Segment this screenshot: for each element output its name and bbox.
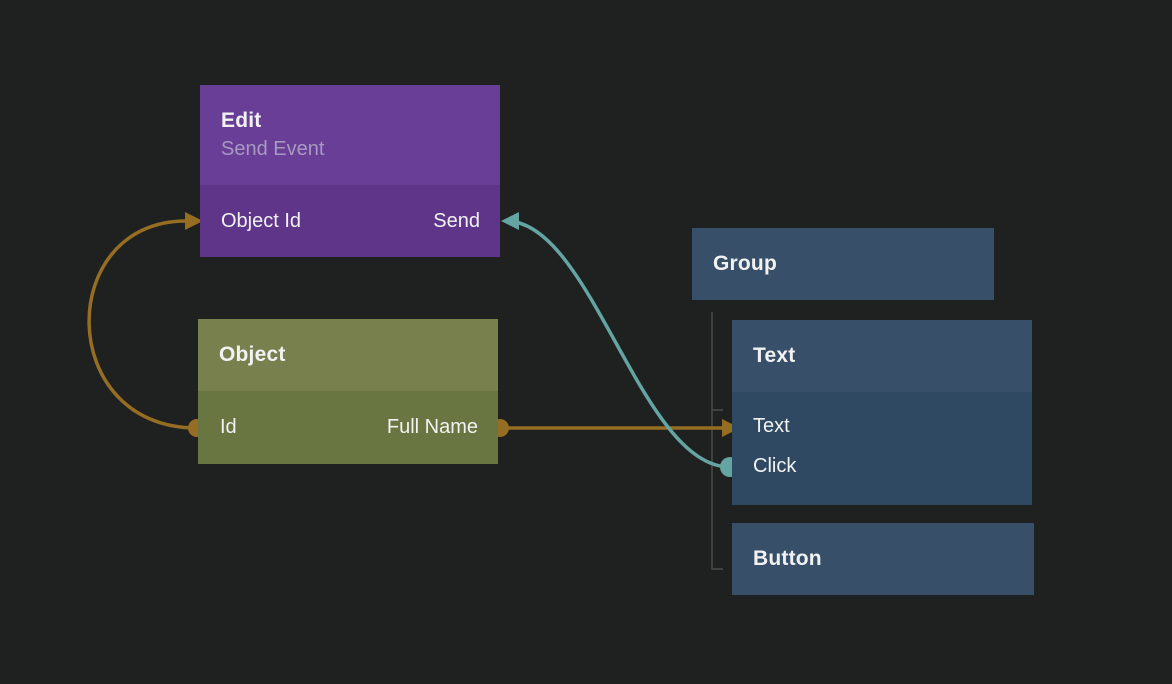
node-edit-header[interactable]: Edit Send Event xyxy=(200,85,500,185)
node-object-ports: Id Full Name xyxy=(198,391,498,464)
port-object-full-name[interactable]: Full Name xyxy=(386,416,478,438)
port-text-text[interactable]: Text xyxy=(753,414,790,437)
node-button-header[interactable]: Button xyxy=(732,523,1034,595)
node-group-header[interactable]: Group xyxy=(692,228,994,300)
node-edit[interactable]: Edit Send Event Object Id Send xyxy=(200,85,500,257)
node-text[interactable]: Text Text Click xyxy=(732,320,1032,505)
port-edit-object-id[interactable]: Object Id xyxy=(221,209,302,232)
node-edit-subtitle: Send Event xyxy=(221,138,325,160)
node-button[interactable]: Button xyxy=(732,523,1034,595)
arrowhead-edit-send xyxy=(501,212,519,230)
node-text-ports: Text Click xyxy=(732,392,1032,505)
node-object-title: Object xyxy=(219,343,286,366)
node-edit-title: Edit xyxy=(221,109,262,132)
node-object-header[interactable]: Object xyxy=(198,319,498,391)
group-hierarchy-line xyxy=(711,312,723,570)
port-text-click[interactable]: Click xyxy=(753,454,797,477)
node-text-title: Text xyxy=(753,344,796,367)
wire-object-id-to-edit-object-id[interactable] xyxy=(87,219,198,430)
node-group-title: Group xyxy=(713,252,777,275)
node-edit-ports: Object Id Send xyxy=(200,185,500,257)
node-button-title: Button xyxy=(753,547,822,570)
port-edit-send[interactable]: Send xyxy=(433,209,480,232)
node-text-header[interactable]: Text xyxy=(732,320,1032,392)
port-object-id[interactable]: Id xyxy=(220,416,237,438)
node-group[interactable]: Group xyxy=(692,228,994,300)
node-object[interactable]: Object Id Full Name xyxy=(198,319,498,464)
